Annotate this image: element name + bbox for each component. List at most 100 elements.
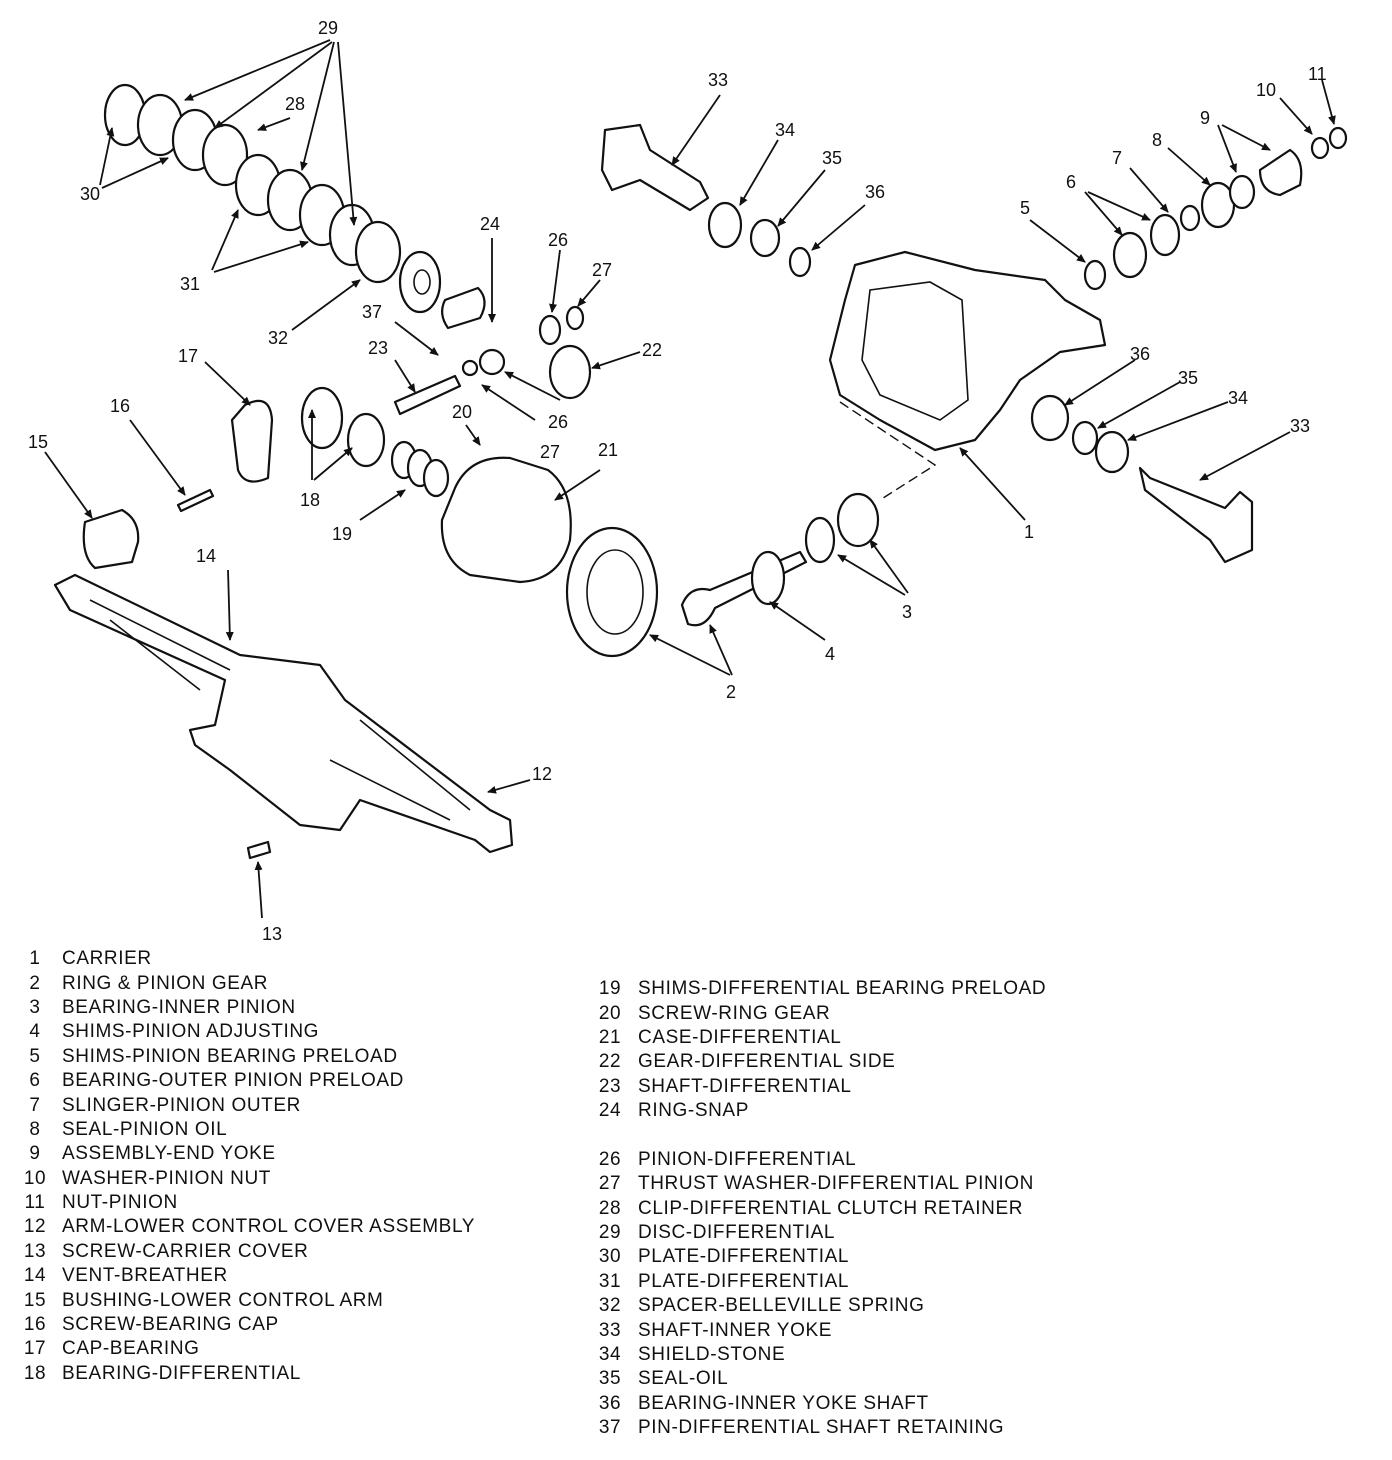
legend-item-number: 8 <box>29 1118 41 1140</box>
legend-item: 33 SHAFT-INNER YOKE <box>588 1318 1046 1342</box>
legend-item-label: ARM-LOWER CONTROL COVER ASSEMBLY <box>62 1216 475 1238</box>
legend-item-number: 34 <box>598 1344 622 1366</box>
legend-item-label: VENT-BREATHER <box>62 1265 228 1287</box>
legend-item-number: 12 <box>23 1216 47 1238</box>
differential-pinion-gears <box>461 305 592 400</box>
bearing-cap <box>230 399 274 483</box>
legend-item-label: SCREW-CARRIER COVER <box>62 1240 309 1262</box>
differential-bearings <box>300 386 386 468</box>
callout-33-upper: 33 <box>708 70 728 90</box>
legend-item-label: ASSEMBLY-END YOKE <box>62 1143 276 1165</box>
legend-item-label: BEARING-DIFFERENTIAL <box>62 1362 301 1384</box>
side-gear <box>398 250 442 314</box>
ring-gear <box>565 526 659 658</box>
legend-item-label: DISC-DIFFERENTIAL <box>638 1222 836 1244</box>
legend-item-label: PLATE-DIFFERENTIAL <box>638 1246 850 1268</box>
legend-item-label: PINION-DIFFERENTIAL <box>638 1148 857 1170</box>
callout-4: 4 <box>825 644 835 664</box>
callout-21: 21 <box>598 440 618 460</box>
lower-control-arm <box>53 573 514 854</box>
legend-item-label: SCREW-RING GEAR <box>638 1002 831 1024</box>
exploded-parts-diagram: 29 28 30 31 32 24 26 27 22 37 23 26 27 1… <box>28 18 1348 944</box>
callout-15: 15 <box>28 432 48 452</box>
legend-item-number: 20 <box>598 1002 622 1024</box>
legend-item: 30 PLATE-DIFFERENTIAL <box>588 1245 1046 1269</box>
callout-33-lower: 33 <box>1290 416 1310 436</box>
legend-item-number: 9 <box>29 1143 41 1165</box>
legend-item-label: NUT-PINION <box>62 1192 178 1214</box>
legend-item-label: SEAL-OIL <box>638 1368 729 1390</box>
legend-item-label: BEARING-INNER PINION <box>62 996 296 1018</box>
legend-item-number: 10 <box>23 1167 47 1189</box>
callout-28: 28 <box>285 94 305 114</box>
legend-item-number: 2 <box>29 972 41 994</box>
callout-35-upper: 35 <box>822 148 842 168</box>
callout-30: 30 <box>80 184 100 204</box>
legend-item-label: WASHER-PINION NUT <box>62 1167 271 1189</box>
callout-24: 24 <box>480 214 500 234</box>
callout-37: 37 <box>362 302 382 322</box>
legend-item-number: 6 <box>29 1070 41 1092</box>
legend-item-label: SCREW-BEARING CAP <box>62 1314 279 1336</box>
legend-item-label: PIN-DIFFERENTIAL SHAFT RETAINING <box>638 1417 1005 1439</box>
legend-item-label: CARRIER <box>62 948 152 970</box>
legend-item-number: 1 <box>29 948 41 970</box>
legend-item-number: 33 <box>598 1319 622 1341</box>
callout-35-lower: 35 <box>1178 368 1198 388</box>
carrier-housing <box>828 250 1107 452</box>
legend-item-number: 31 <box>598 1270 622 1292</box>
legend-item: 20 SCREW-RING GEAR <box>588 1001 1046 1025</box>
legend-item-number: 30 <box>598 1246 622 1268</box>
callout-14: 14 <box>196 546 216 566</box>
legend-item-label: SPACER-BELLEVILLE SPRING <box>638 1295 925 1317</box>
legend-item-number: 18 <box>23 1362 47 1384</box>
legend-item-number: 21 <box>598 1026 622 1048</box>
right-yoke-shaft <box>1030 394 1254 564</box>
callout-27-upper: 27 <box>592 260 612 280</box>
legend-item-label: SHIMS-PINION BEARING PRELOAD <box>62 1045 398 1067</box>
legend-item-number: 14 <box>23 1265 47 1287</box>
callout-13: 13 <box>262 924 282 944</box>
callout-29: 29 <box>318 18 338 38</box>
legend-item: 5 SHIMS-PINION BEARING PRELOAD <box>14 1045 475 1069</box>
legend-item-label: BEARING-INNER YOKE SHAFT <box>638 1392 929 1414</box>
callout-5: 5 <box>1020 198 1030 218</box>
callout-7: 7 <box>1112 148 1122 168</box>
callout-18: 18 <box>300 490 320 510</box>
callout-2: 2 <box>726 682 736 702</box>
callout-34-lower: 34 <box>1228 388 1248 408</box>
legend-item-label: THRUST WASHER-DIFFERENTIAL PINION <box>638 1173 1034 1195</box>
legend-item-number: 5 <box>29 1045 41 1067</box>
legend-item: 3 BEARING-INNER PINION <box>14 996 475 1020</box>
legend-item-number: 24 <box>598 1100 622 1122</box>
legend-item-label: SHIMS-PINION ADJUSTING <box>62 1021 320 1043</box>
callout-27-lower: 27 <box>540 442 560 462</box>
legend-item-number: 3 <box>29 996 41 1018</box>
legend-item-label: SHAFT-DIFFERENTIAL <box>638 1075 852 1097</box>
legend-item-label: SHIMS-DIFFERENTIAL BEARING PRELOAD <box>638 978 1047 1000</box>
callout-17: 17 <box>178 346 198 366</box>
callout-22: 22 <box>642 340 662 360</box>
callout-32: 32 <box>268 328 288 348</box>
preload-shims <box>390 440 450 498</box>
callout-23: 23 <box>368 338 388 358</box>
legend-item-number: 11 <box>24 1192 46 1214</box>
legend-item-label: SHAFT-INNER YOKE <box>638 1319 833 1341</box>
legend-item-label: BUSHING-LOWER CONTROL ARM <box>62 1289 384 1311</box>
callout-36-lower: 36 <box>1130 344 1150 364</box>
